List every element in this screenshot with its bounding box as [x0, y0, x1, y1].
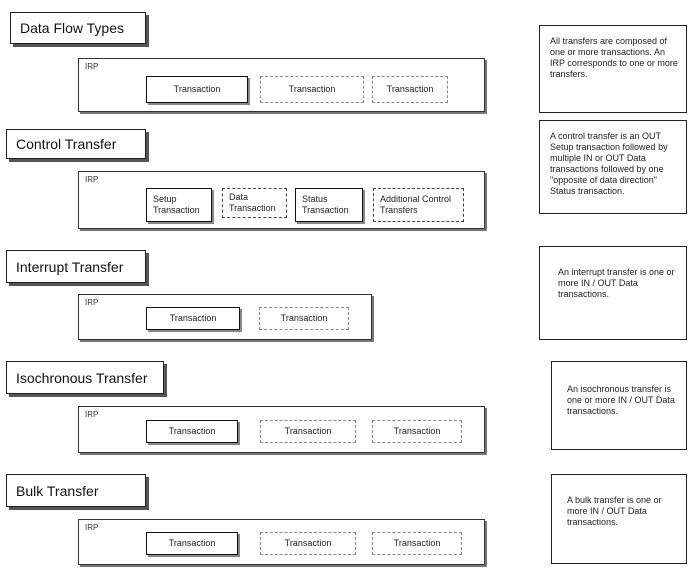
description-box-data-flow: All transfers are composed of one or mor… [539, 25, 687, 113]
irp-label: IRP [85, 410, 99, 419]
transaction-box: Transaction [372, 532, 462, 555]
section-title-data-flow-types: Data Flow Types [10, 12, 146, 44]
description-box-interrupt: An interrupt transfer is one or more IN … [539, 246, 687, 340]
description-box-control: A control transfer is an OUT Setup trans… [539, 120, 687, 214]
section-title-text: Data Flow Types [20, 20, 125, 36]
transaction-box: Transaction [146, 420, 238, 443]
transaction-box: Transaction [146, 76, 248, 103]
irp-box-data-flow: IRP Transaction Transaction Transaction [78, 58, 485, 112]
transaction-box: Transaction [260, 76, 364, 103]
additional-control-transfers-box: Additional Control Transfers [373, 188, 464, 222]
section-title-isochronous-transfer: Isochronous Transfer [6, 361, 164, 394]
section-title-interrupt-transfer: Interrupt Transfer [6, 250, 146, 283]
transaction-box: Transaction [372, 76, 448, 103]
section-title-text: Control Transfer [16, 136, 117, 152]
setup-transaction-box: Setup Transaction [146, 188, 212, 222]
transaction-box: Transaction [146, 532, 238, 555]
section-title-text: Isochronous Transfer [16, 369, 148, 386]
irp-box-interrupt: IRP Transaction Transaction [78, 294, 372, 340]
transaction-box: Transaction [146, 307, 240, 330]
transaction-box: Transaction [260, 532, 356, 555]
description-box-isochronous: An isochronous transfer is one or more I… [551, 361, 687, 450]
status-transaction-box: Status Transaction [295, 188, 363, 222]
description-box-bulk: A bulk transfer is one or more IN / OUT … [551, 474, 687, 564]
irp-label: IRP [85, 175, 99, 184]
transaction-box: Transaction [372, 420, 462, 443]
section-title-control-transfer: Control Transfer [6, 129, 146, 159]
irp-label: IRP [85, 298, 99, 307]
section-title-text: Bulk Transfer [16, 482, 99, 499]
irp-label: IRP [85, 62, 99, 71]
transaction-box: Transaction [259, 307, 349, 330]
irp-box-bulk: IRP Transaction Transaction Transaction [78, 519, 485, 565]
section-title-text: Interrupt Transfer [16, 258, 124, 275]
transaction-box: Transaction [260, 420, 356, 443]
section-title-bulk-transfer: Bulk Transfer [6, 474, 146, 507]
irp-box-isochronous: IRP Transaction Transaction Transaction [78, 406, 485, 453]
data-transaction-box: Data Transaction [222, 188, 287, 218]
irp-label: IRP [85, 523, 99, 532]
irp-box-control: IRP Setup Transaction Data Transaction S… [78, 171, 485, 229]
